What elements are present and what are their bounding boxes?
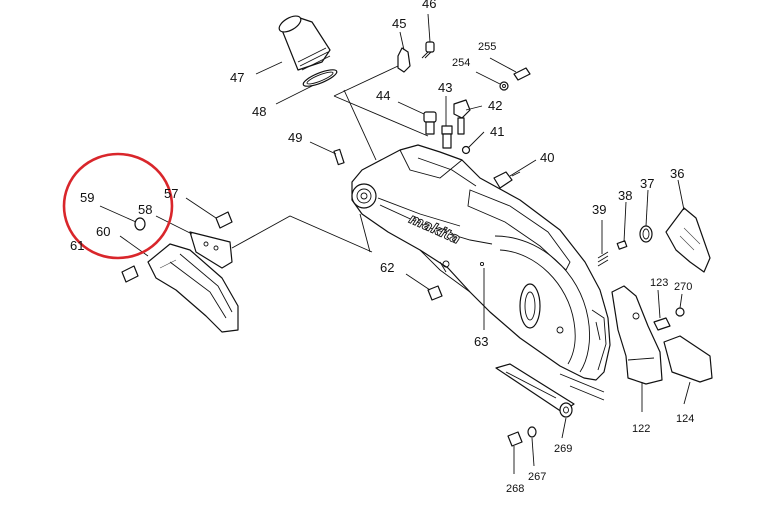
part-40-screw [493,171,521,189]
label-267: 267 [528,471,546,483]
part-48-o-ring [302,69,338,87]
part-62-bolt [427,285,443,301]
part-63-plate [495,363,575,413]
part-46-screw [421,41,435,59]
label-268: 268 [506,483,524,495]
part-43-bolt [441,125,453,149]
part-37-ring [639,225,653,243]
label-124: 124 [676,413,694,425]
part-124-cover [663,335,713,383]
part-270-washer [675,307,685,317]
label-49: 49 [288,130,302,145]
label-45: 45 [392,16,406,31]
label-59: 59 [80,190,94,205]
part-122-lever [611,285,663,385]
label-123: 123 [650,277,668,289]
label-122: 122 [632,423,650,435]
label-58: 58 [138,202,152,217]
label-44: 44 [376,88,390,103]
label-63: 63 [474,334,488,349]
part-41-washer [461,145,471,155]
part-268-screw [507,431,523,447]
part-254-washer [499,81,509,91]
label-40: 40 [540,150,554,165]
part-47-dust-nozzle [278,15,331,71]
label-48: 48 [252,104,266,119]
part-labels: 46 45 255 254 47 43 44 42 48 41 49 40 36… [70,0,694,495]
label-38: 38 [618,188,632,203]
label-57: 57 [164,186,178,201]
part-59-ring [134,217,146,231]
part-57-bolt [215,211,233,229]
label-60: 60 [96,224,110,239]
highlight-circle [62,152,174,260]
part-39-spring [597,251,609,267]
part-60-guard [147,243,239,333]
blade-guard-housing: makita [351,144,611,381]
part-123-screw [653,317,671,331]
part-58-bracket [189,231,233,269]
part-255-screw [513,67,531,81]
part-269-washer [559,402,573,418]
label-269: 269 [554,443,572,455]
label-255: 255 [478,41,496,53]
label-254: 254 [452,57,470,69]
part-45-clip [397,47,411,73]
part-38-screw [616,240,628,250]
label-42: 42 [488,98,502,113]
part-42-knob [453,99,471,135]
label-62: 62 [380,260,394,275]
part-267-ring [527,426,537,438]
part-36-plate [665,207,711,273]
label-46: 46 [422,0,436,11]
label-270: 270 [674,281,692,293]
label-43: 43 [438,80,452,95]
label-39: 39 [592,202,606,217]
label-36: 36 [670,166,684,181]
label-41: 41 [490,124,504,139]
leader-lines [99,13,691,474]
part-49-pin [333,148,345,166]
label-37-right: 37 [640,176,654,191]
part-61-screw [121,265,139,283]
label-47: 47 [230,70,244,85]
label-61: 61 [70,238,84,253]
part-44-bolt [423,111,437,135]
